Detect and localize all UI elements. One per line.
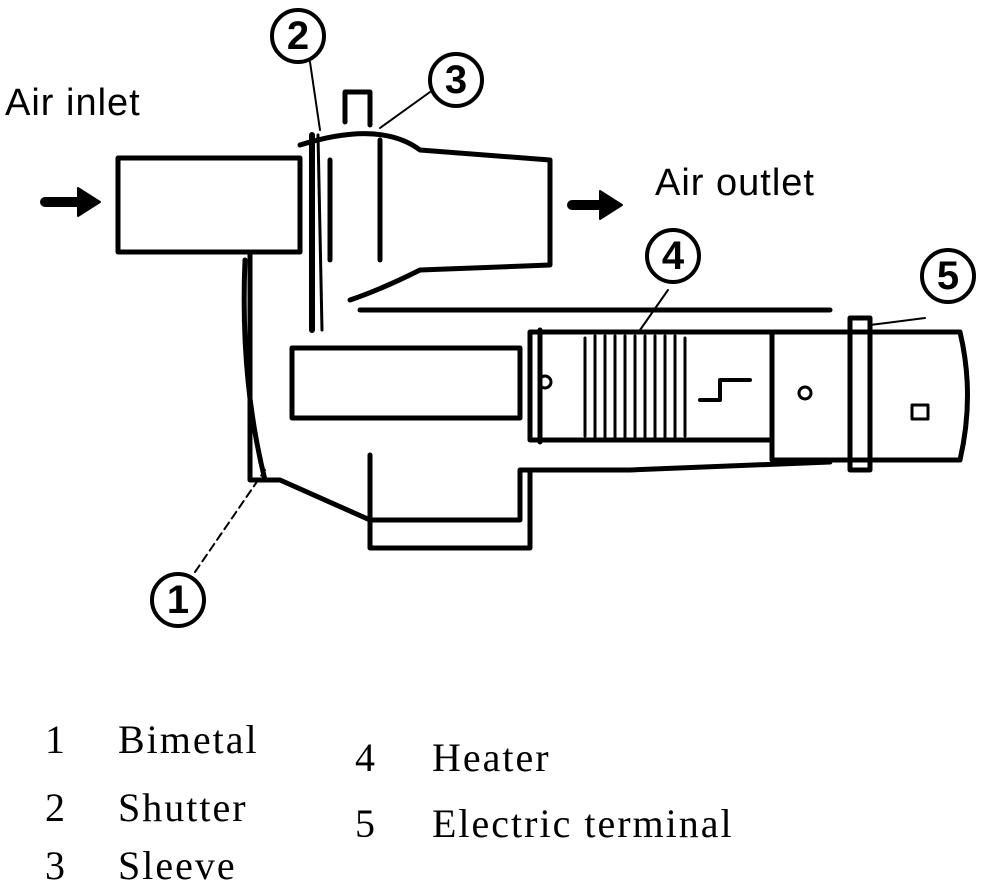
- bimetal-rod: [289, 345, 523, 421]
- inlet-pipe: [115, 155, 303, 255]
- outlet-pipe: [297, 131, 553, 303]
- heater-body: [527, 329, 775, 443]
- air-outlet-label: Air outlet: [655, 162, 815, 204]
- legend-text-5: Electric terminal: [432, 801, 734, 846]
- legend-num-2: 2: [45, 785, 67, 830]
- callout-3: 3: [428, 52, 484, 108]
- legend-num-1: 1: [45, 717, 67, 762]
- electric-terminal: [769, 329, 970, 463]
- legend-text-2: Shutter: [118, 785, 248, 830]
- legend-text-4: Heater: [432, 735, 551, 780]
- callout-4: 4: [645, 228, 701, 284]
- callout-2: 2: [270, 8, 326, 64]
- callout-1: 1: [150, 572, 206, 628]
- legend-num-5: 5: [355, 801, 377, 846]
- heater-coil: [583, 334, 687, 440]
- shutter-cap: [342, 89, 373, 128]
- legend-num-3: 3: [45, 843, 67, 888]
- lower-housing: [247, 249, 833, 523]
- legend-text-3: Sleeve: [118, 843, 237, 888]
- callout-5: 5: [920, 248, 976, 304]
- legend-text-1: Bimetal: [118, 717, 259, 762]
- air-inlet-label: Air inlet: [5, 82, 141, 124]
- legend-num-4: 4: [355, 735, 377, 780]
